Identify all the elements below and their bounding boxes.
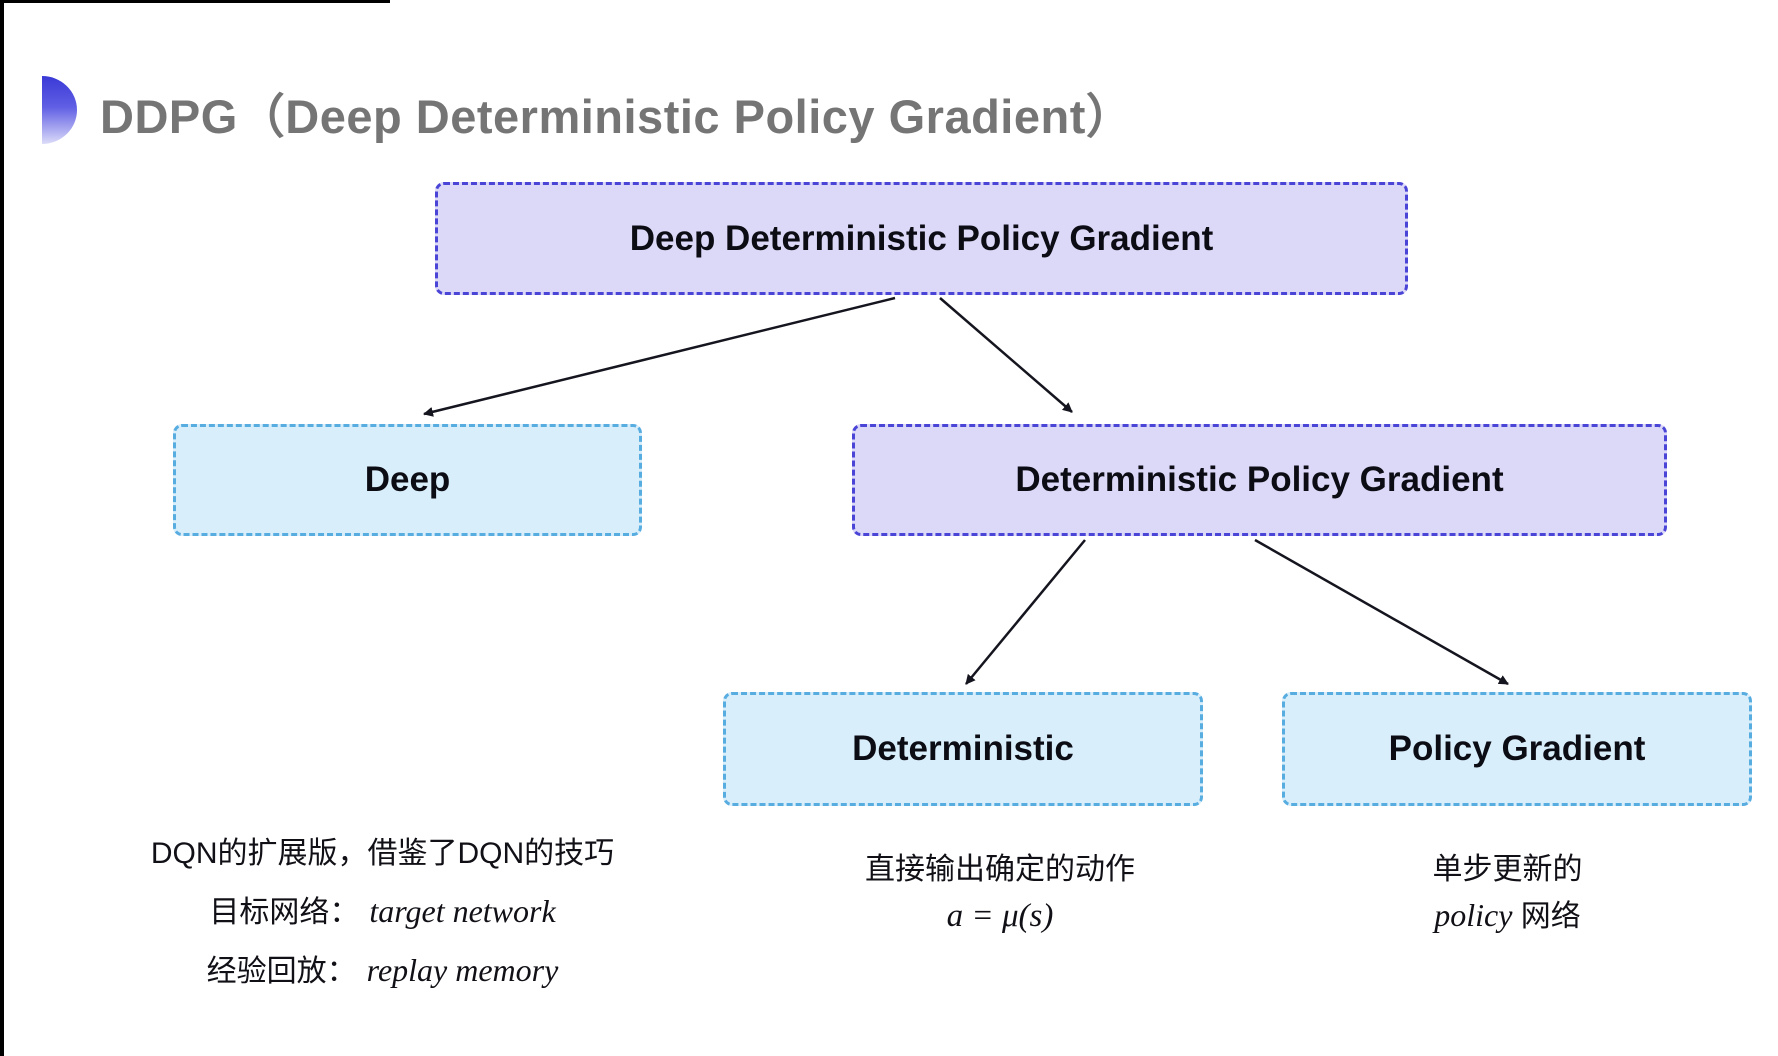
replay-memory-label: 经验回放： <box>206 955 357 988</box>
node-deep-deterministic-policy-gradient: Deep Deterministic Policy Gradient <box>435 182 1408 295</box>
policy-word-rest: 网络 <box>1512 900 1581 933</box>
node-label: Deterministic <box>852 729 1074 768</box>
node-label: Deep <box>364 460 451 499</box>
arrow-dpg-to-deterministic <box>965 539 1086 685</box>
node-label: Policy Gradient <box>1388 729 1646 768</box>
arrow-root-to-dpg <box>939 297 1073 413</box>
node-deep: Deep <box>173 424 642 536</box>
node-policy-gradient: Policy Gradient <box>1282 692 1752 806</box>
note-policy-network: policy 网络 <box>1285 896 1730 936</box>
policy-word-italic: policy <box>1434 897 1513 933</box>
node-deterministic: Deterministic <box>723 692 1203 806</box>
left-border-line <box>0 0 4 1056</box>
top-border-line <box>0 0 390 3</box>
arrow-dpg-to-policy-gradient <box>1254 538 1509 686</box>
note-deep-line1: DQN的扩展版，借鉴了DQN的技巧 <box>150 837 615 870</box>
note-deep: DQN的扩展版，借鉴了DQN的技巧 目标网络： target network 经验… <box>110 836 655 990</box>
formula-a-equals-mu-s: a = μ(s) <box>946 898 1054 934</box>
page-title: DDPG（Deep Deterministic Policy Gradient） <box>100 90 1134 143</box>
node-label: Deep Deterministic Policy Gradient <box>629 218 1214 258</box>
note-deep-target-network: 目标网络： target network <box>110 893 655 931</box>
arrow-root-to-deep <box>423 296 896 417</box>
target-network-term: target network <box>369 893 556 929</box>
node-deterministic-policy-gradient: Deterministic Policy Gradient <box>852 424 1667 536</box>
bullet-halfcircle-icon <box>42 76 77 144</box>
target-network-label: 目标网络： <box>209 896 360 929</box>
note-deterministic: 直接输出确定的动作 a = μ(s) <box>770 852 1230 935</box>
replay-memory-term: replay memory <box>366 952 559 988</box>
note-policy-gradient-line1: 单步更新的 <box>1432 853 1583 886</box>
note-policy-gradient: 单步更新的 policy 网络 <box>1285 852 1730 936</box>
note-deterministic-line1: 直接输出确定的动作 <box>865 853 1135 886</box>
node-label: Deterministic Policy Gradient <box>1015 460 1504 499</box>
note-deep-replay-memory: 经验回放： replay memory <box>110 952 655 990</box>
